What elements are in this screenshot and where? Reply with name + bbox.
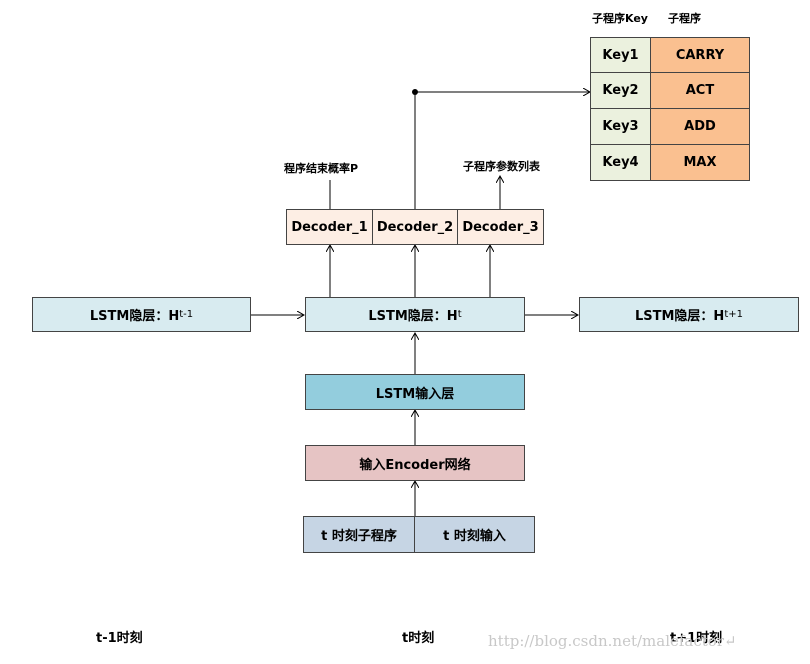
table-value-3: ADD xyxy=(650,108,750,145)
table-value-2: ACT xyxy=(650,72,750,109)
table-value-4: MAX xyxy=(650,144,750,181)
decoder-2: Decoder_2 xyxy=(372,209,458,245)
lstm-hidden-current-label: LSTM隐层：H xyxy=(368,309,458,324)
table-header-key: 子程序Key xyxy=(592,12,648,25)
table-key-3: Key3 xyxy=(590,108,651,145)
lstm-hidden-next-label: LSTM隐层：H xyxy=(634,309,725,324)
end-probability-label: 程序结束概率P xyxy=(284,162,359,175)
lstm-input-layer: LSTM输入层 xyxy=(305,374,525,410)
table-key-4: Key4 xyxy=(590,144,651,181)
lstm-hidden-next-subscript: t+1 xyxy=(724,309,743,320)
t-step-input: t 时刻输入 xyxy=(414,516,535,553)
lstm-hidden-prev-label: LSTM隐层：H xyxy=(89,309,180,324)
time-label-prev: t-1时刻 xyxy=(96,631,143,646)
decoder-3: Decoder_3 xyxy=(457,209,544,245)
t-subprogram-input: t 时刻子程序 xyxy=(303,516,415,553)
input-encoder-network: 输入Encoder网络 xyxy=(305,445,525,481)
time-label-next: t+1时刻 xyxy=(670,631,723,646)
table-key-1: Key1 xyxy=(590,37,651,73)
table-key-2: Key2 xyxy=(590,72,651,109)
lstm-hidden-current-subscript: t xyxy=(457,309,462,320)
decoder-1: Decoder_1 xyxy=(286,209,373,245)
watermark: http://blog.csdn.net/malefactor↵ xyxy=(488,632,737,650)
lstm-hidden-prev-subscript: t-1 xyxy=(179,309,194,320)
table-value-1: CARRY xyxy=(650,37,750,73)
arg-list-label: 子程序参数列表 xyxy=(463,160,540,173)
time-label-current: t时刻 xyxy=(402,631,435,646)
table-header-value: 子程序 xyxy=(668,12,701,25)
